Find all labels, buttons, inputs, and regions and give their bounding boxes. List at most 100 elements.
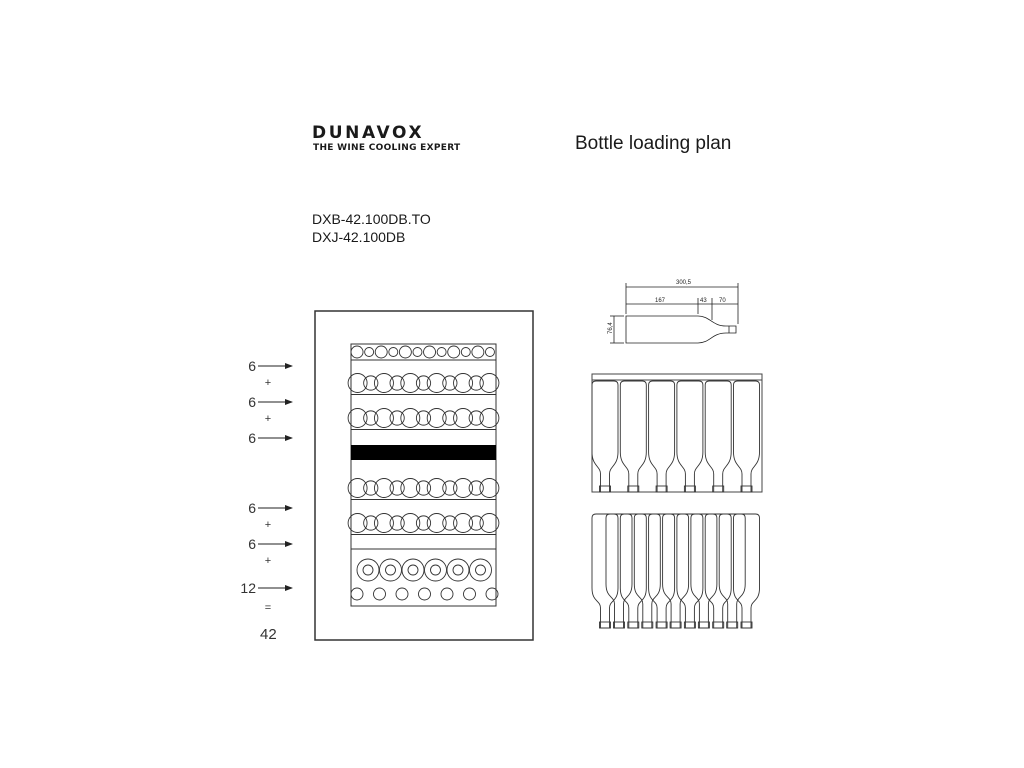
bottle-end (460, 347, 471, 357)
bottle-punt (407, 564, 419, 576)
bottle-outline (633, 513, 661, 629)
bottle-end (424, 558, 447, 582)
bottle-end (400, 478, 421, 498)
bottle-end (485, 347, 495, 357)
bottle-end (426, 373, 447, 393)
bottle-end (374, 478, 394, 498)
total-bottle-count: 42 (260, 626, 277, 643)
bottle-outline (619, 380, 647, 493)
lower-shelf-1-count: 6 (248, 500, 256, 516)
bottle-cap (740, 621, 753, 629)
bottle-cap (627, 621, 640, 629)
bottle-neck-end (395, 587, 409, 601)
bottle-dimension-drawing (610, 283, 739, 344)
lower-shelf-1-operator: + (264, 519, 272, 531)
upper-shelf-1-count: 6 (248, 358, 256, 374)
bottle-end (401, 558, 425, 582)
bottle-outline (648, 380, 676, 493)
model-number-1: DXB-42.100DB.TO (312, 211, 431, 227)
bottle-end (412, 347, 423, 357)
bottle-end (426, 478, 447, 498)
bottle-cap (627, 485, 640, 493)
bottle-cap (613, 621, 625, 629)
cabinet-frame (314, 310, 534, 641)
bottle-end (364, 347, 375, 357)
bottle-punt (385, 564, 396, 576)
bottle-end (374, 373, 394, 393)
front-shelf-row (350, 345, 496, 361)
bottle-end (374, 513, 394, 533)
bottle-end (400, 408, 421, 428)
bottle-end (389, 375, 405, 391)
bottle-end (453, 373, 473, 393)
bottle-end (468, 480, 484, 496)
bottle-end (426, 408, 447, 428)
bottle-punt (430, 564, 441, 576)
dim-shoulder-label: 43 (700, 298, 707, 304)
bottle-cap (712, 485, 725, 493)
bottle-cap (599, 485, 611, 493)
dim-total-label: 300,5 (676, 280, 692, 286)
bottle-end (442, 480, 458, 496)
upper-shelf-1-operator: + (264, 377, 272, 389)
bottle-punt (362, 564, 374, 576)
bottle-end (442, 375, 458, 391)
bottle-cap (641, 621, 654, 629)
bottle-end (363, 410, 379, 426)
bottle-end (442, 515, 458, 531)
bottle-end (389, 480, 405, 496)
front-shelf-row (347, 373, 500, 395)
bottle-end (379, 558, 402, 582)
bottle-outline (704, 380, 732, 493)
bottle-end (479, 408, 500, 428)
bottle-end (389, 410, 405, 426)
bottle-end (479, 513, 500, 533)
lower-shelf-2-operator: + (264, 555, 272, 567)
bottle-cap (712, 621, 725, 629)
bottle-punt (452, 564, 464, 576)
bottle-end (453, 478, 473, 498)
bottle-side-outline (625, 315, 737, 344)
bottle-end (347, 373, 368, 393)
bottle-end (423, 345, 436, 359)
top-view-shelf-single (591, 373, 763, 493)
bottle-cap (655, 485, 668, 493)
bottle-end (442, 410, 458, 426)
bottle-outline (591, 513, 619, 629)
model-number-2: DXJ-42.100DB (312, 229, 406, 245)
cabinet-interior (350, 343, 497, 607)
bottle-end (363, 375, 379, 391)
bottle-cap (683, 621, 696, 629)
bottle-end (347, 478, 368, 498)
shelf-arrows (258, 363, 293, 591)
bottle-neck-end (350, 587, 364, 601)
bottle-outline (733, 380, 760, 493)
bottle-end (479, 373, 500, 393)
bottle-end (415, 480, 432, 496)
bottle-cap (655, 621, 668, 629)
bottle-neck-end (418, 587, 431, 601)
bottle-cap (683, 485, 696, 493)
bottle-neck-end (373, 587, 386, 601)
upper-shelf-3-count: 6 (248, 430, 256, 446)
bottle-end (350, 345, 364, 359)
bottle-end (347, 408, 368, 428)
bottle-end (415, 375, 432, 391)
front-shelf-row (347, 478, 500, 500)
bottle-end (363, 480, 379, 496)
bottle-end (468, 410, 484, 426)
front-shelf-row (347, 408, 500, 430)
bottle-end (453, 408, 473, 428)
bottle-end (389, 515, 405, 531)
bottle-cap (599, 621, 611, 629)
bottle-end (426, 513, 447, 533)
bottle-end (388, 347, 399, 357)
bottle-end (400, 373, 421, 393)
top-view-shelf-double (591, 513, 760, 629)
bottle-end (398, 345, 412, 359)
bottle-punt (475, 564, 486, 576)
bottle-outline (662, 513, 690, 629)
bottle-end (471, 345, 485, 359)
bottle-cap (726, 621, 739, 629)
bottle-end (374, 408, 394, 428)
